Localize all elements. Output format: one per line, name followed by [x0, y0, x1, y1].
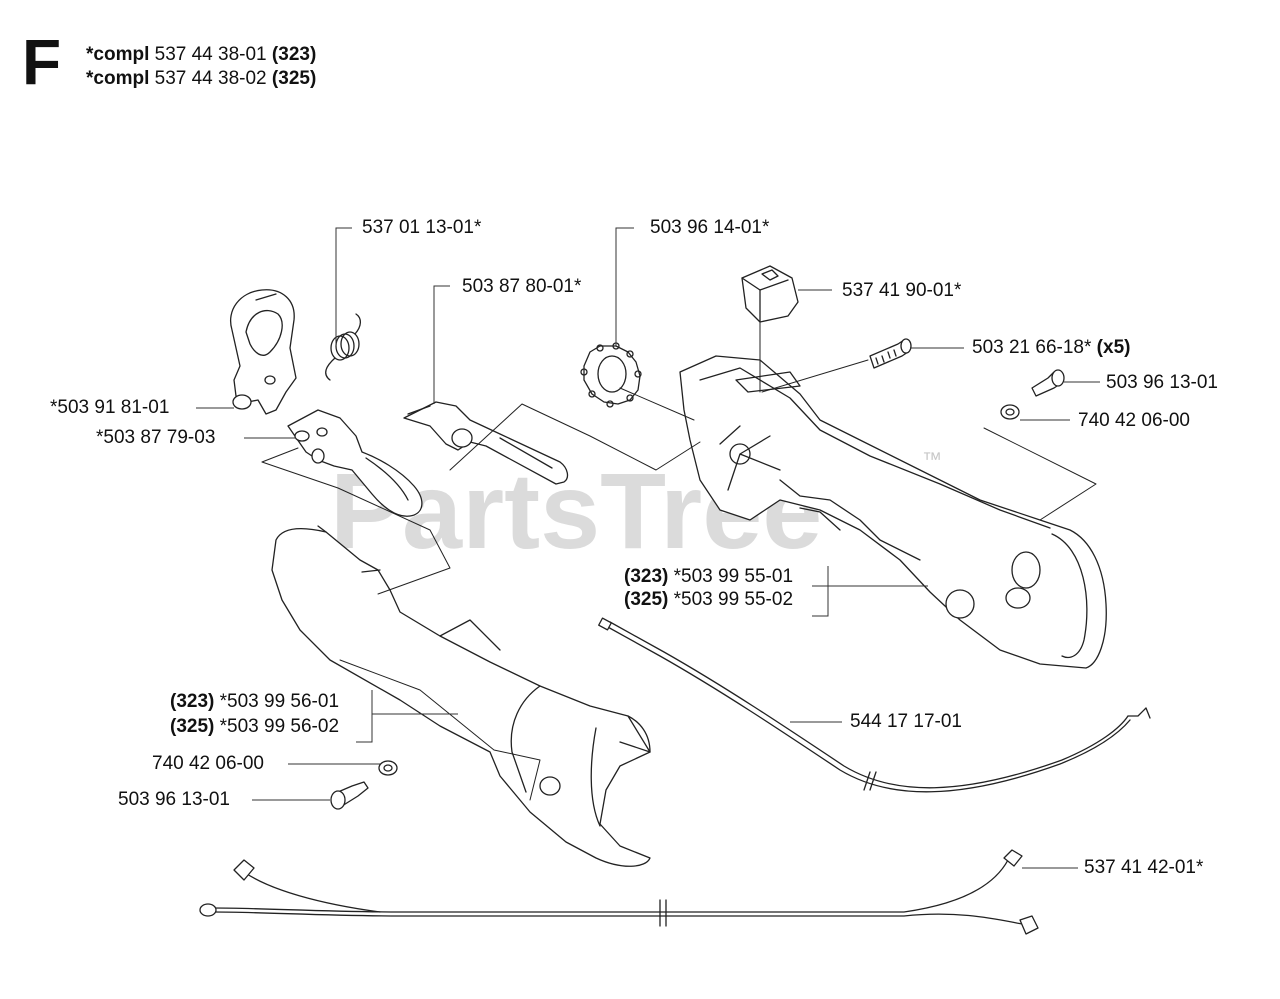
assembly-lines — [261, 321, 1097, 801]
callout-throttle-trigger: *503 87 79-03 — [96, 427, 216, 448]
callout-handle-left-323: (323) *503 99 56-01 — [170, 691, 339, 713]
leader-nut-ring — [615, 227, 634, 346]
callout-screw-right: 503 96 13-01 — [1106, 372, 1218, 393]
section-letter: F — [22, 26, 62, 98]
leader-handle-left — [356, 690, 373, 743]
screw-x5-part — [869, 338, 912, 369]
assembly-part-number: 537 44 38-02 — [154, 68, 267, 89]
model-label: (323) — [170, 691, 215, 712]
callout-housing-right-323: (323) *503 99 55-01 — [624, 566, 793, 588]
left-screw-part — [330, 781, 369, 810]
callout-screw-left: 503 96 13-01 — [118, 789, 230, 810]
left-washer-part — [378, 760, 398, 776]
spring-part — [325, 313, 362, 381]
callout-throttle-cable: 544 17 17-01 — [850, 711, 962, 732]
assembly-prefix: *compl — [86, 68, 150, 89]
callout-handle-left-325: (325) *503 99 56-02 — [170, 716, 339, 738]
right-washer-part — [1000, 404, 1020, 420]
callout-housing-right-325: (325) *503 99 55-02 — [624, 589, 793, 611]
wire-harness-part — [199, 849, 1039, 935]
assembly-model: (323) — [271, 44, 317, 65]
callout-wire-harness: 537 41 42-01* — [1084, 857, 1204, 878]
leader-housing-right — [812, 566, 829, 617]
callout-switch: 537 41 90-01* — [842, 280, 962, 301]
nut-ring-part — [580, 342, 642, 408]
callout-washer-right: 740 42 06-00 — [1078, 410, 1190, 431]
leader-throttle-lever — [433, 285, 450, 404]
right-screw-part — [1031, 369, 1065, 397]
assembly-model: (325) — [271, 68, 317, 89]
part-number: *503 99 56-02 — [219, 716, 340, 737]
callout-washer-left: 740 42 06-00 — [152, 753, 264, 774]
assembly-line-323: *compl 537 44 38-01 (323) — [86, 44, 316, 66]
model-label: (325) — [624, 589, 669, 610]
watermark-trademark: ™ — [922, 449, 942, 471]
part-number: *503 99 55-02 — [673, 589, 794, 610]
right-housing-part — [679, 355, 1107, 669]
switch-part — [741, 265, 799, 323]
callout-screw-x5-qty: (x5) — [1096, 337, 1131, 358]
callout-screw-x5-part-number: 503 21 66-18* — [972, 337, 1092, 358]
throttle-cable-part — [598, 617, 1151, 793]
throttle-trigger-part — [287, 409, 423, 517]
assembly-part-number: 537 44 38-01 — [154, 44, 267, 65]
left-handle-part — [271, 525, 651, 867]
model-label: (323) — [624, 566, 669, 587]
callout-throttle-lever: 503 87 80-01* — [462, 276, 582, 297]
callout-clamp: *503 91 81-01 — [50, 397, 170, 418]
model-label: (325) — [170, 716, 215, 737]
callout-screw-x5: 503 21 66-18* (x5) — [972, 337, 1130, 359]
assembly-line-325: *compl 537 44 38-02 (325) — [86, 68, 316, 90]
assembly-prefix: *compl — [86, 44, 150, 65]
callout-spring: 537 01 13-01* — [362, 217, 482, 238]
clamp-part — [230, 289, 297, 415]
throttle-lever-part — [403, 401, 569, 485]
part-number: *503 99 55-01 — [673, 566, 794, 587]
callout-nut-ring: 503 96 14-01* — [650, 217, 770, 238]
part-number: *503 99 56-01 — [219, 691, 340, 712]
leader-spring — [335, 227, 352, 346]
